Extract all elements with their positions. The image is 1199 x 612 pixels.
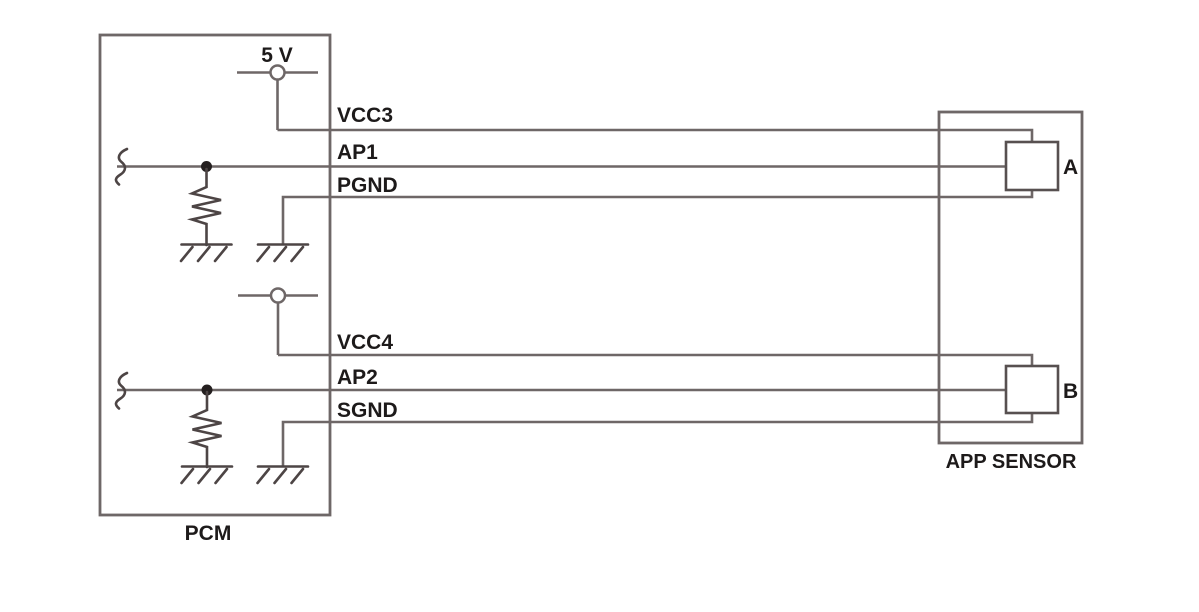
junction-dot-ap1 [201, 161, 212, 172]
app-sensor-label: APP SENSOR [946, 451, 1077, 473]
supply-terminal-lower [238, 287, 318, 355]
wire-label-pgnd: PGND [337, 174, 398, 197]
wire-sgnd [281, 411, 1034, 467]
pcm-label: PCM [185, 522, 232, 545]
ground-symbol-lower-left [180, 465, 234, 485]
wire-break-squiggle-ap2 [114, 371, 129, 410]
wire-pgnd [281, 188, 1034, 245]
wire-label-vcc3: VCC3 [337, 104, 393, 127]
wire-label-ap2: AP2 [337, 366, 378, 389]
wire-vcc3 [277, 128, 1034, 144]
resistor-symbol-lower [187, 390, 222, 469]
wire-label-vcc4: VCC4 [337, 331, 393, 354]
ground-symbol-upper-right [256, 243, 310, 263]
supply-terminal-upper [237, 64, 318, 130]
open-terminal-icon [269, 64, 286, 81]
connector-b-label: B [1063, 380, 1078, 403]
wire-label-ap1: AP1 [337, 141, 378, 164]
wire-break-squiggle-ap1 [114, 147, 129, 186]
connector-b [1004, 364, 1060, 415]
wire-label-sgnd: SGND [337, 399, 398, 422]
ground-symbol-upper-left [179, 243, 233, 263]
pcm-box [98, 33, 332, 517]
supply-5v-label: 5 V [261, 44, 293, 67]
wire-vcc4 [278, 353, 1034, 368]
ground-symbol-lower-right [256, 465, 310, 485]
connector-a-label: A [1063, 156, 1078, 179]
resistor-symbol-upper [186, 167, 222, 247]
connector-a [1004, 140, 1060, 192]
open-terminal-icon [269, 287, 287, 304]
junction-dot-ap2 [201, 384, 213, 396]
